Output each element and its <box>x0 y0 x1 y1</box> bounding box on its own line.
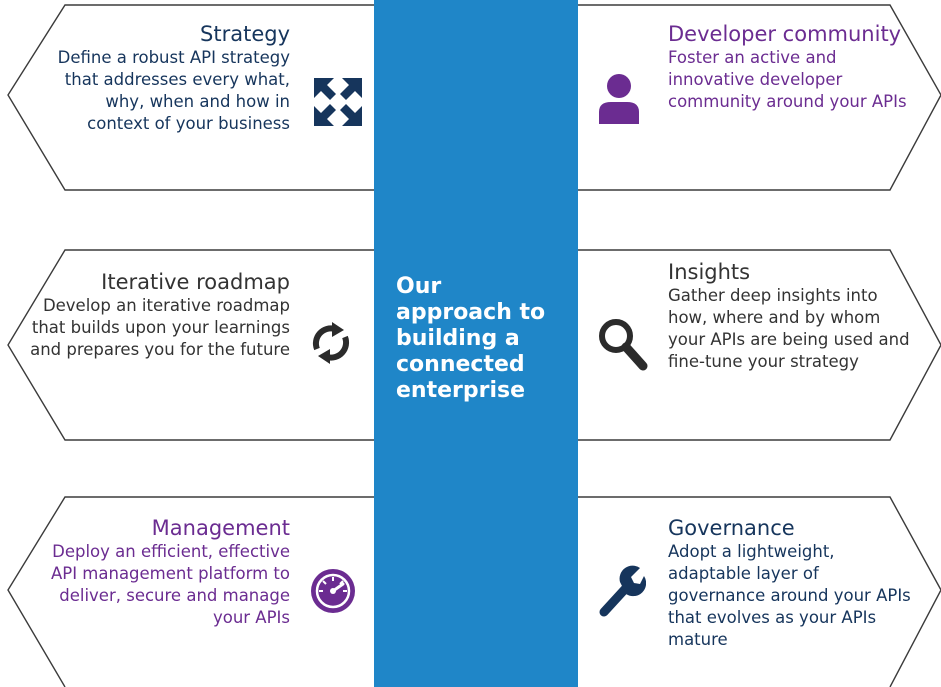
card-insights: Insights Gather deep insights into how, … <box>668 260 918 373</box>
arrows-converge-icon <box>314 78 362 126</box>
frame-insights <box>578 249 941 441</box>
magnifier-icon <box>599 319 648 371</box>
card-title: Strategy <box>200 22 290 46</box>
card-body: Gather deep insights into how, where and… <box>668 286 910 371</box>
card-title: Insights <box>668 260 751 284</box>
frame-strategy <box>7 4 374 191</box>
center-column <box>374 0 578 687</box>
card-body: Define a robust API strategy that addres… <box>57 48 290 133</box>
card-governance: Governance Adopt a lightweight, adaptabl… <box>668 516 918 651</box>
card-strategy: Strategy Define a robust API strategy th… <box>40 22 290 135</box>
card-body: Develop an iterative roadmap that builds… <box>30 296 290 359</box>
card-title: Iterative roadmap <box>101 270 290 294</box>
card-body: Adopt a lightweight, adaptable layer of … <box>668 542 911 649</box>
cycle-arrows-icon <box>312 322 350 364</box>
card-iterative-roadmap: Iterative roadmap Develop an iterative r… <box>20 270 290 361</box>
frame-iterative-roadmap <box>7 249 374 441</box>
center-title: Our approach to building a connected ent… <box>396 274 546 403</box>
person-icon <box>599 74 639 124</box>
frame-management <box>7 496 374 687</box>
card-title: Developer community <box>668 22 902 46</box>
card-management: Management Deploy an efficient, effectiv… <box>40 516 290 629</box>
card-title: Management <box>151 516 290 540</box>
card-developer-community: Developer community Foster an active and… <box>668 22 908 113</box>
wrench-icon <box>599 565 646 617</box>
frame-developer-community <box>578 4 941 191</box>
card-body: Foster an active and innovative develope… <box>668 48 907 111</box>
card-title: Governance <box>668 516 795 540</box>
card-body: Deploy an efficient, effective API manag… <box>50 542 290 627</box>
gauge-icon <box>311 569 355 613</box>
frame-governance <box>578 496 941 687</box>
